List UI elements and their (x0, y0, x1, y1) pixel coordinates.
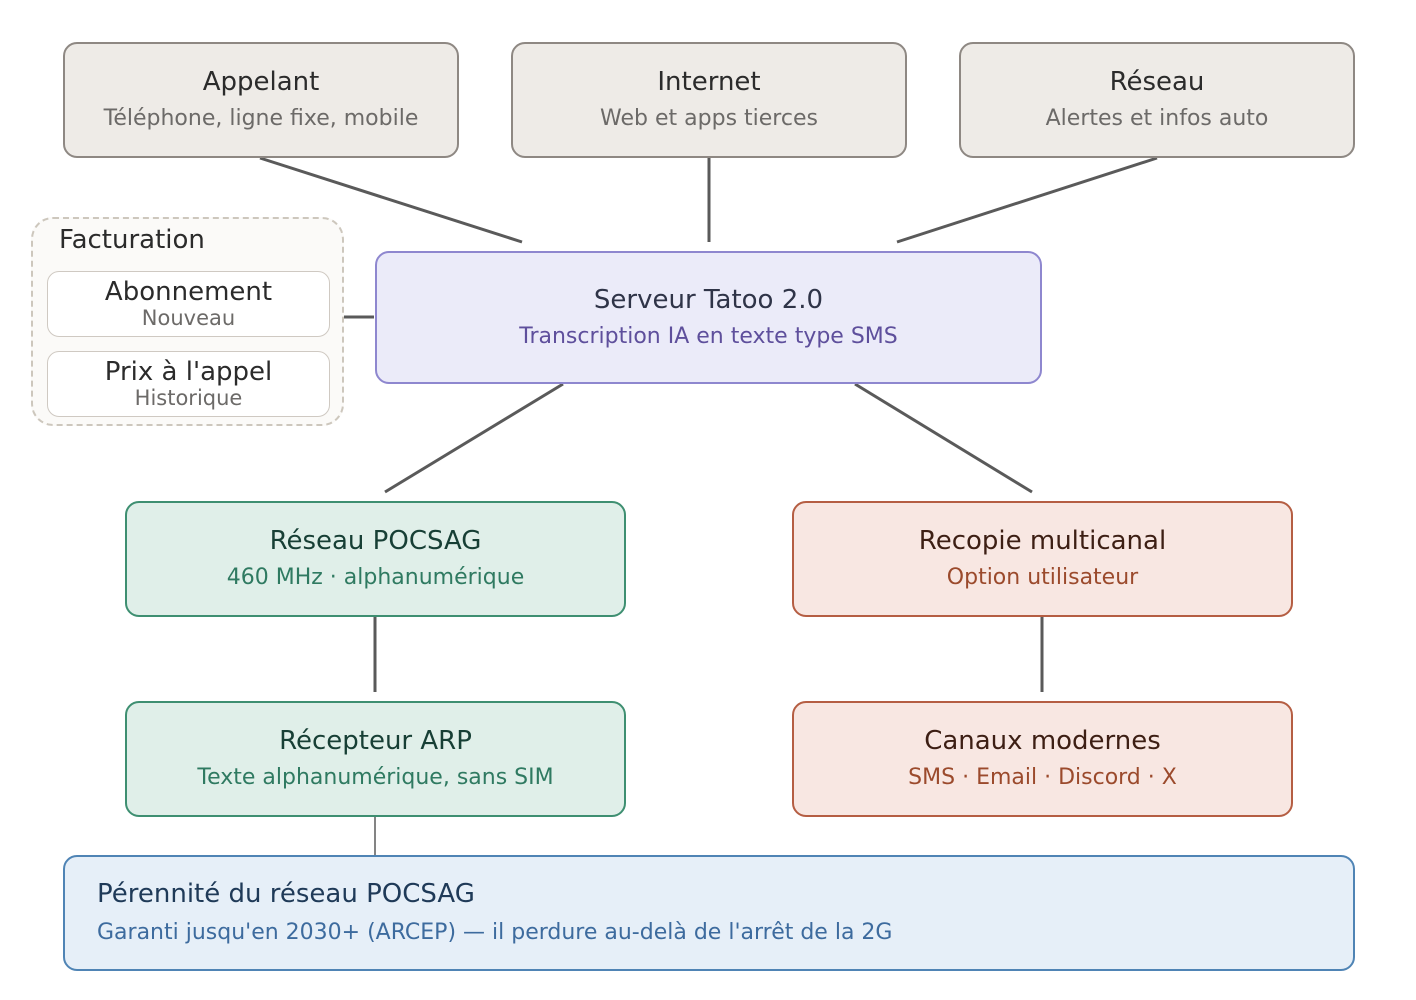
node-title: Pérennité du réseau POCSAG (97, 879, 475, 910)
node-title: Réseau (1109, 67, 1205, 98)
connector-serveur-recopie (854, 382, 1033, 494)
connector-reseau-serveur (896, 156, 1158, 244)
node-title: Appelant (202, 67, 320, 98)
node-recepteur: Récepteur ARP Texte alphanumérique, sans… (125, 701, 626, 817)
node-subtitle: SMS · Email · Discord · X (908, 765, 1177, 791)
facturation-title: Facturation (59, 225, 205, 255)
connector-serveur-pocsag (384, 382, 564, 494)
option-subtitle: Historique (134, 385, 243, 410)
node-title: Canaux modernes (924, 726, 1161, 757)
facturation-group: Facturation Abonnement Nouveau Prix à l'… (31, 217, 344, 426)
node-subtitle: Garanti jusqu'en 2030+ (ARCEP) — il perd… (97, 920, 893, 946)
node-subtitle: Transcription IA en texte type SMS (519, 323, 898, 349)
node-subtitle: Option utilisateur (946, 565, 1139, 591)
option-title: Prix à l'appel (104, 357, 273, 388)
connector-appelant-serveur (259, 156, 523, 244)
node-title: Réseau POCSAG (269, 526, 482, 557)
node-perennite: Pérennité du réseau POCSAG Garanti jusqu… (63, 855, 1355, 971)
node-subtitle: Web et apps tierces (600, 106, 818, 132)
node-reseau: Réseau Alertes et infos auto (959, 42, 1355, 158)
node-canaux: Canaux modernes SMS · Email · Discord · … (792, 701, 1293, 817)
node-recopie: Recopie multicanal Option utilisateur (792, 501, 1293, 617)
node-title: Recopie multicanal (918, 526, 1167, 557)
node-title: Serveur Tatoo 2.0 (593, 284, 824, 315)
option-subtitle: Nouveau (141, 305, 236, 330)
option-title: Abonnement (104, 277, 273, 308)
node-title: Internet (657, 67, 761, 98)
option-prix-appel: Prix à l'appel Historique (47, 351, 330, 417)
option-abonnement: Abonnement Nouveau (47, 271, 330, 337)
node-title: Récepteur ARP (279, 726, 472, 757)
node-subtitle: 460 MHz · alphanumérique (226, 565, 525, 591)
node-internet: Internet Web et apps tierces (511, 42, 907, 158)
node-subtitle: Téléphone, ligne fixe, mobile (103, 106, 419, 132)
node-serveur: Serveur Tatoo 2.0 Transcription IA en te… (375, 251, 1042, 384)
node-pocsag: Réseau POCSAG 460 MHz · alphanumérique (125, 501, 626, 617)
node-appelant: Appelant Téléphone, ligne fixe, mobile (63, 42, 459, 158)
node-subtitle: Alertes et infos auto (1045, 106, 1269, 132)
node-subtitle: Texte alphanumérique, sans SIM (197, 765, 554, 791)
